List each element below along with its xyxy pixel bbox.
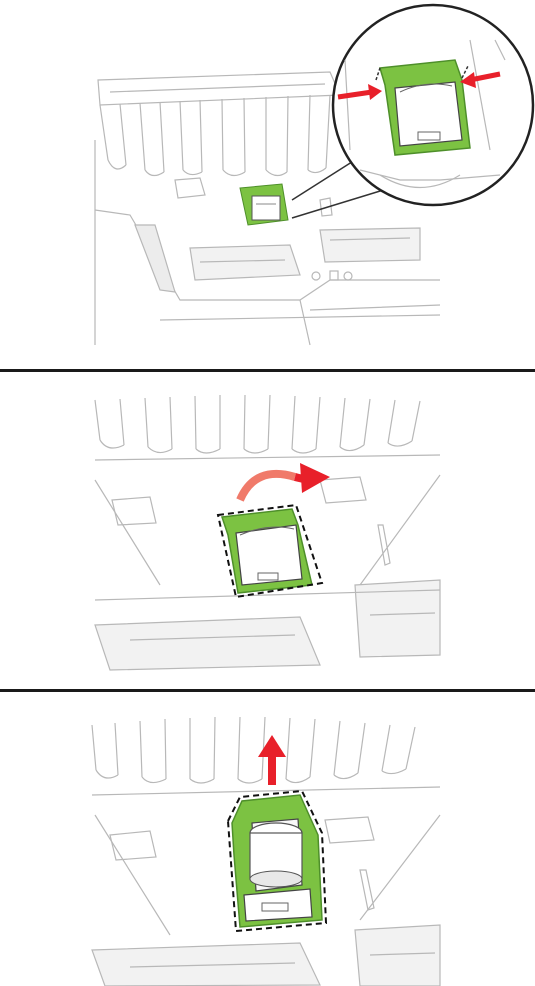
step-divider-1: [0, 369, 535, 372]
step-1-svg: [0, 0, 535, 360]
pick-roller-assembly: [218, 505, 322, 597]
small-pick-roller-assembly: [240, 184, 288, 225]
callout-line-bottom: [292, 188, 390, 218]
rotate-arrow-icon: [240, 463, 330, 500]
pick-roller-assembly-lifted: [228, 791, 326, 931]
step-divider-2: [0, 689, 535, 692]
step-3-illustration: [0, 705, 535, 986]
step-1-illustration: [0, 0, 535, 360]
step-2-svg: [0, 385, 535, 680]
step-2-illustration: [0, 385, 535, 680]
callout-line-top: [292, 160, 355, 200]
zoom-callout-circle: [333, 5, 533, 205]
step-3-svg: [0, 705, 535, 986]
